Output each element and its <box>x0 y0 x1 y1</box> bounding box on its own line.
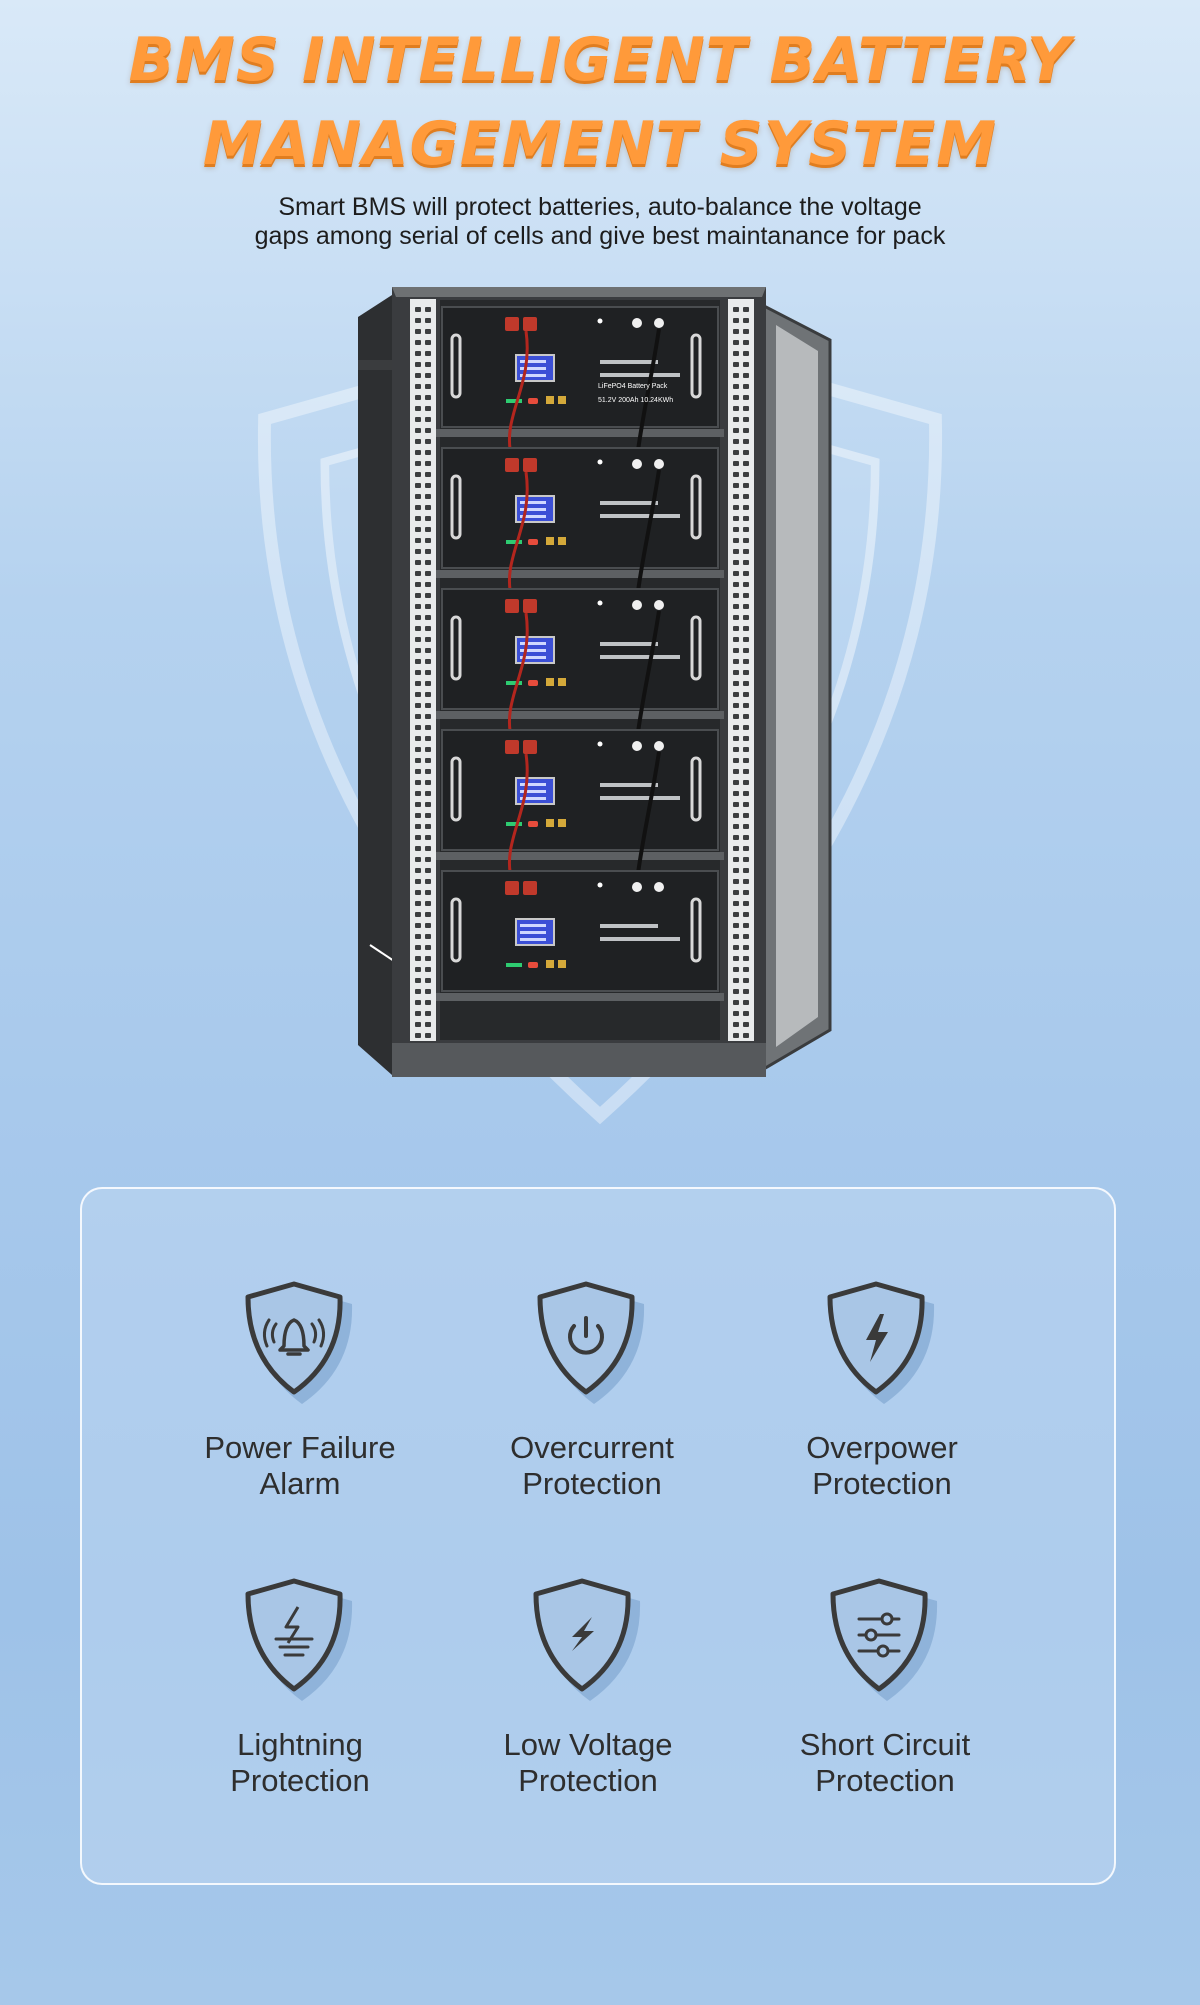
battery-module <box>436 870 724 1001</box>
headline-line-2: MANAGEMENT SYSTEM <box>202 109 998 179</box>
bell-alarm-icon <box>240 1280 360 1410</box>
feature-low-voltage-protection: Low Voltage Protection <box>458 1577 718 1799</box>
bolt-icon <box>528 1577 648 1707</box>
feature-power-failure-alarm: Power Failure Alarm <box>170 1280 430 1502</box>
feature-label-line-1: Lightning <box>237 1727 363 1762</box>
feature-label-line-1: Overpower <box>806 1430 958 1465</box>
battery-rack-image: LiFePO4 Battery Pack 51.2V 200Ah 10.24KW… <box>330 265 850 1085</box>
feature-overpower-protection: Overpower Protection <box>752 1280 1012 1502</box>
headline-line-1: BMS INTELLIGENT BATTERY <box>128 25 1072 95</box>
lightning-bolt-icon <box>822 1280 942 1410</box>
feature-short-circuit-protection: Short Circuit Protection <box>755 1577 1015 1799</box>
module-label-line-2: 51.2V 200Ah 10.24KWh <box>598 397 674 404</box>
feature-overcurrent-protection: Overcurrent Protection <box>462 1280 722 1502</box>
battery-module <box>436 447 724 600</box>
module-label-line-1: LiFePO4 Battery Pack <box>598 383 668 390</box>
feature-label-line-2: Protection <box>815 1763 955 1798</box>
feature-label-line-1: Short Circuit <box>799 1727 971 1762</box>
feature-label-line-2: Alarm <box>259 1466 341 1501</box>
feature-label-line-2: Protection <box>518 1763 658 1798</box>
feature-label-line-1: Overcurrent <box>510 1430 674 1465</box>
battery-module <box>436 588 724 741</box>
lightning-ground-icon <box>240 1577 360 1707</box>
subtitle-line-2: gaps among serial of cells and give best… <box>254 222 946 250</box>
feature-label-line-2: Protection <box>230 1763 370 1798</box>
power-icon <box>532 1280 652 1410</box>
feature-lightning-protection: Lightning Protection <box>170 1577 430 1799</box>
feature-label-line-1: Power Failure <box>204 1430 396 1465</box>
feature-label-line-1: Low Voltage <box>503 1727 673 1762</box>
subtitle-line-1: Smart BMS will protect batteries, auto-b… <box>278 193 922 221</box>
sliders-icon <box>825 1577 945 1707</box>
feature-label-line-2: Protection <box>522 1466 662 1501</box>
battery-module <box>436 729 724 882</box>
battery-module <box>436 306 724 459</box>
feature-label-line-2: Protection <box>812 1466 952 1501</box>
